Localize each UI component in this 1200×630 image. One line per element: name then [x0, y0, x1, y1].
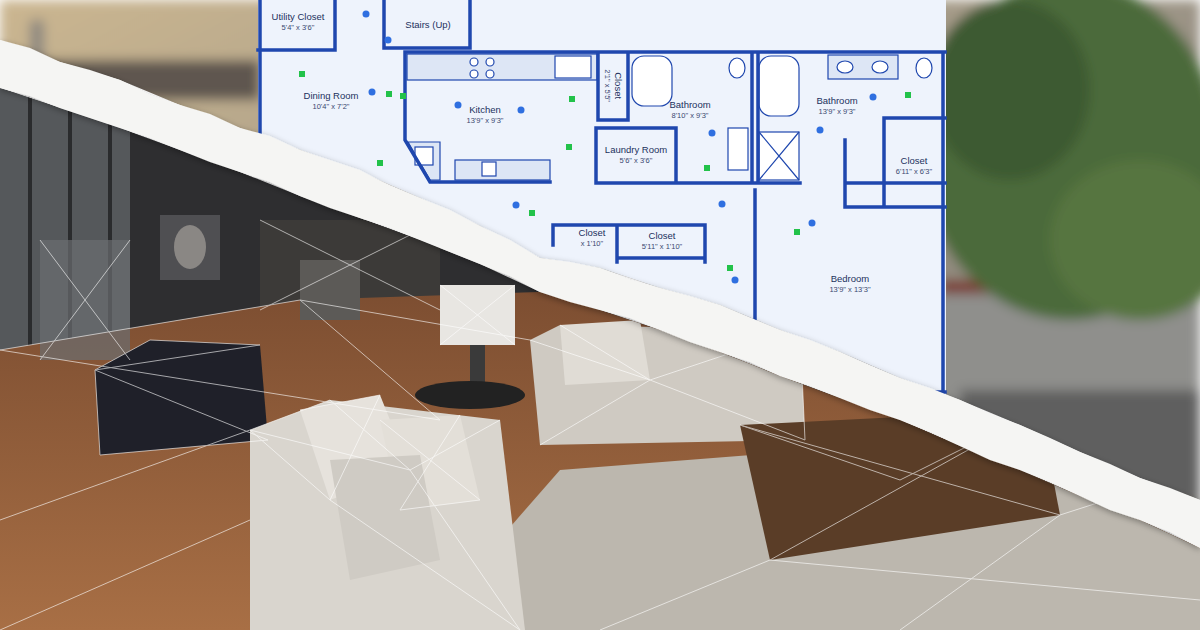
room-dimension: 13'9" x 9'3" [467, 116, 504, 125]
room-dimension: 8'10" x 9'3" [669, 111, 710, 120]
room-name: Laundry Room [605, 144, 667, 156]
room-label: Closet2'1" x 5'5" [601, 68, 624, 105]
torn-paper [0, 40, 1200, 548]
room-label: Stairs (Up) [403, 18, 452, 32]
room-dimension: 13'9" x 9'3" [816, 107, 857, 116]
room-label: Kitchen13'9" x 9'3" [465, 103, 506, 126]
room-name: Stairs (Up) [405, 19, 450, 31]
room-label: Utility Closet5'4" x 3'6" [270, 10, 327, 33]
room-label: Laundry Room5'6" x 3'6" [603, 143, 669, 166]
room-dimension: 6'11" x 6'3" [896, 167, 932, 176]
room-label: Bedroom13'9" x 13'3" [827, 272, 872, 295]
room-name: Closet [612, 70, 624, 103]
room-label: Bathroom8'10" x 9'3" [667, 98, 712, 121]
room-dimension: 5'4" x 3'6" [272, 23, 325, 32]
room-name: Closet [896, 155, 932, 167]
room-name: Closet [642, 230, 683, 242]
room-label: Dining Room10'4" x 7'2" [302, 89, 361, 112]
room-name: Closet [579, 227, 606, 239]
room-dimension: 5'11" x 1'10" [642, 242, 683, 251]
room-dimension: 5'6" x 3'6" [605, 156, 667, 165]
room-name: Dining Room [304, 90, 359, 102]
room-label: Closet5'11" x 1'10" [640, 229, 685, 252]
room-label: Closetx 1'10" [577, 226, 608, 249]
room-dimension: 10'4" x 7'2" [304, 102, 359, 111]
room-label: Closet6'11" x 6'3" [894, 154, 934, 177]
room-name: Bathroom [816, 95, 857, 107]
room-name: Bedroom [829, 273, 870, 285]
room-dimension: x 1'10" [579, 239, 606, 248]
room-dimension: 2'1" x 5'5" [602, 70, 611, 103]
room-name: Bathroom [669, 99, 710, 111]
room-dimension: 13'9" x 13'3" [829, 285, 870, 294]
room-name: Kitchen [467, 104, 504, 116]
room-label: Bathroom13'9" x 9'3" [814, 94, 859, 117]
room-name: Utility Closet [272, 11, 325, 23]
